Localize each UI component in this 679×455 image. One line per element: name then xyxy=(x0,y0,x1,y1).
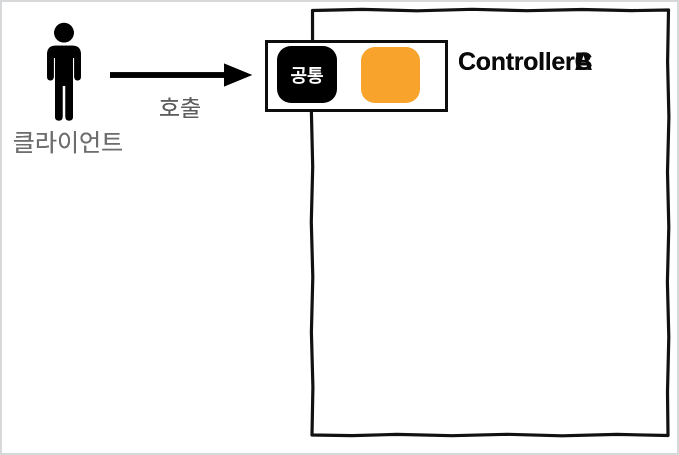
call-label: 호출 xyxy=(158,95,202,121)
controller-name: ControllerA xyxy=(458,48,593,76)
controller-box: 공통 xyxy=(265,40,448,112)
call-label: 호출 xyxy=(158,95,202,121)
client-label: 클라이언트 xyxy=(12,130,124,157)
common-module-badge: 공통 xyxy=(277,46,337,103)
call-label: 호출 xyxy=(158,95,202,121)
system-boundary-path xyxy=(309,7,671,438)
client-label: 클라이언트 xyxy=(12,130,124,157)
client-label: 클라이언트 xyxy=(12,130,124,157)
person-icon xyxy=(47,22,81,121)
controller-module-square xyxy=(361,47,420,103)
controller-name: ControllerB xyxy=(458,48,593,76)
controller-name: ControllerC xyxy=(458,48,593,76)
flow-row-c: 클라이언트 호출 공통 ControllerC xyxy=(2,2,677,157)
arrow-right-icon xyxy=(110,63,252,87)
